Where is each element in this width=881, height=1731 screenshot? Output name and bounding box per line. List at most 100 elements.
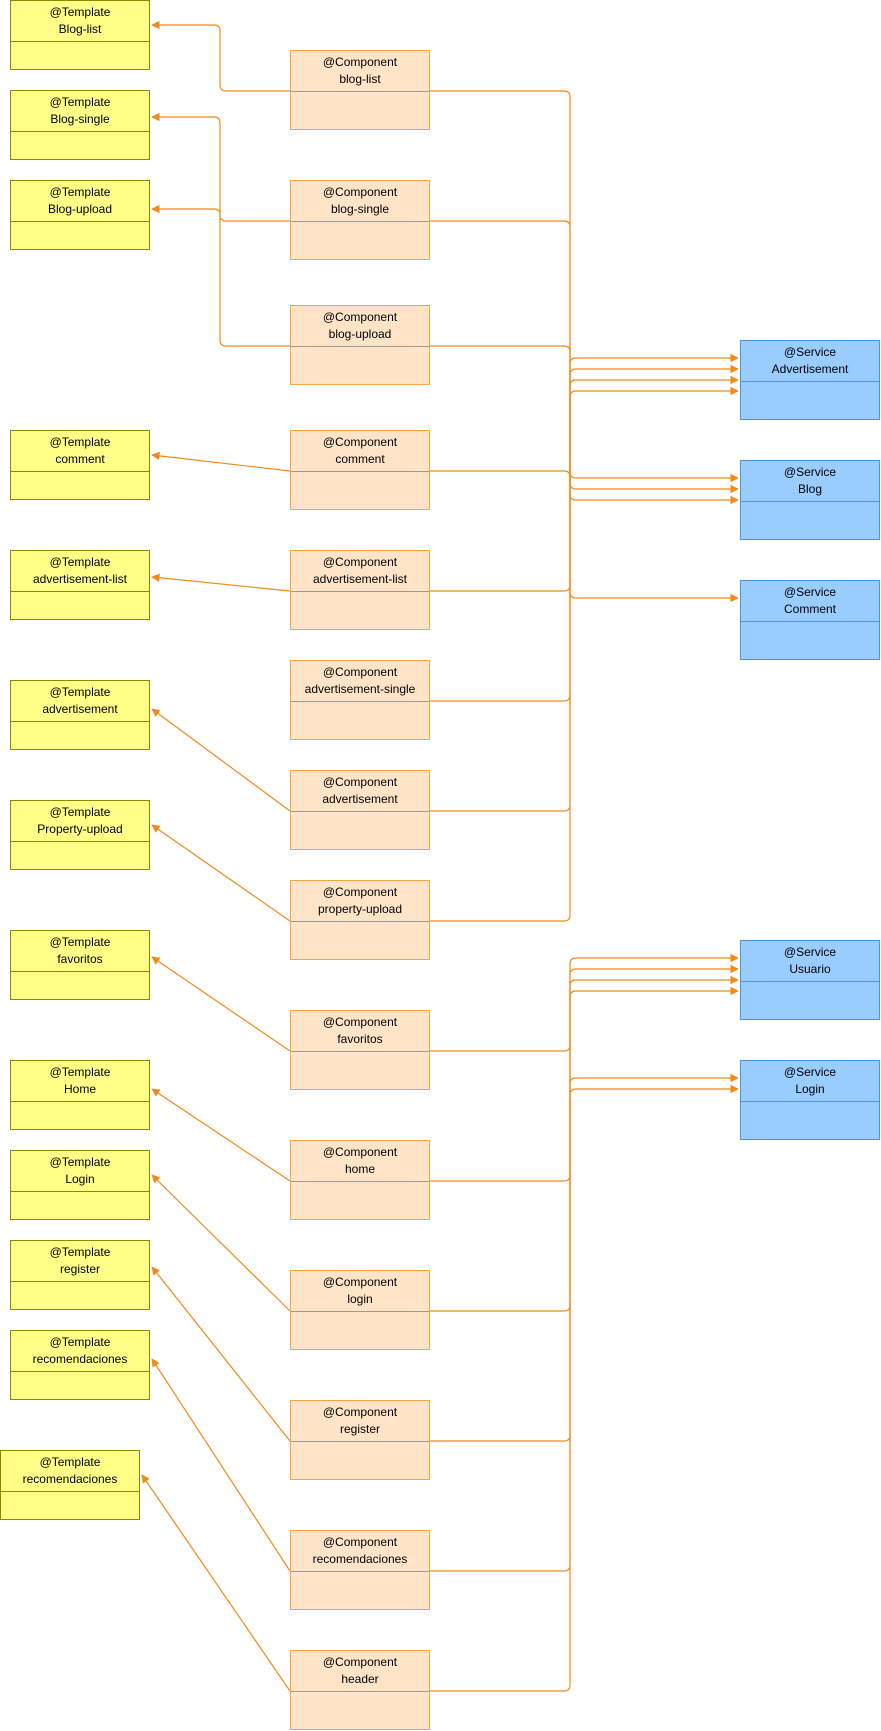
template-link-advertisement-list (151, 573, 291, 592)
service-link-login-to-login (430, 1073, 739, 1312)
template-name: Property-upload (37, 822, 123, 836)
template-link-comment (151, 451, 291, 472)
template-header: @Template favoritos (11, 931, 149, 972)
service-link-register-to-login (430, 1084, 739, 1442)
template-name: favoritos (57, 952, 103, 966)
template-link-header (141, 1474, 291, 1692)
service-link-header-to-usuario (430, 986, 739, 1692)
template-link-blog-single (151, 112, 290, 222)
template-name: comment (55, 452, 105, 466)
service-name: Login (795, 1082, 825, 1096)
template-name: recomendaciones (32, 1352, 128, 1366)
component-name: property-upload (317, 902, 403, 916)
component-name: advertisement-list (312, 572, 408, 586)
template-link-home (151, 1088, 291, 1182)
service-name: Advertisement (771, 362, 849, 376)
component-box-property-upload: @Component property-upload (290, 880, 430, 960)
template-name: recomendaciones (22, 1472, 118, 1486)
template-name: Login (65, 1172, 95, 1186)
service-name: Usuario (789, 962, 831, 976)
template-box-recomendaciones: @Template recomendaciones (10, 1330, 150, 1400)
template-link-property-upload (151, 824, 291, 922)
component-header: @Component home (291, 1141, 429, 1182)
service-stereotype: @Service (783, 585, 837, 599)
template-name: Blog-upload (47, 202, 113, 216)
service-link-favoritos-to-usuario (430, 953, 739, 1052)
component-stereotype: @Component (322, 1535, 398, 1549)
service-name: Blog (797, 482, 823, 496)
component-stereotype: @Component (322, 1015, 398, 1029)
template-name: advertisement-list (32, 572, 128, 586)
component-name: advertisement-single (304, 682, 416, 696)
template-stereotype: @Template (49, 185, 111, 199)
template-stereotype: @Template (49, 1245, 111, 1259)
service-link-blog-list-to-blog (430, 90, 739, 483)
template-stereotype: @Template (49, 5, 111, 19)
service-link-comment-to-comment (430, 470, 739, 603)
component-stereotype: @Component (322, 1145, 398, 1159)
component-stereotype: @Component (322, 310, 398, 324)
component-stereotype: @Component (322, 185, 398, 199)
template-name: advertisement (42, 702, 118, 716)
service-stereotype: @Service (783, 945, 837, 959)
component-name: comment (335, 452, 385, 466)
component-name: home (344, 1162, 376, 1176)
template-link-recomendaciones (151, 1358, 291, 1572)
template-link-login (151, 1174, 291, 1312)
component-header: @Component property-upload (291, 881, 429, 922)
component-stereotype: @Component (322, 885, 398, 899)
template-stereotype: @Template (39, 1455, 101, 1469)
component-stereotype: @Component (322, 55, 398, 69)
template-box-comment: @Template comment (10, 430, 150, 500)
template-stereotype: @Template (49, 1065, 111, 1079)
service-link-advertisement-single-to-advertisement (430, 364, 739, 702)
service-link-blog-single-to-blog (430, 220, 739, 494)
service-link-home-to-usuario (430, 964, 739, 1182)
template-link-blog-upload (151, 204, 290, 347)
component-name: header (341, 1672, 379, 1686)
template-stereotype: @Template (49, 1335, 111, 1349)
template-stereotype: @Template (49, 935, 111, 949)
template-stereotype: @Template (49, 435, 111, 449)
service-link-advertisement-list-to-advertisement (430, 353, 739, 592)
template-header: @Template recomendaciones (1, 1451, 139, 1492)
component-name: blog-single (330, 202, 390, 216)
component-stereotype: @Component (322, 1275, 398, 1289)
component-stereotype: @Component (322, 775, 398, 789)
template-link-favoritos (151, 956, 291, 1052)
service-link-recomendaciones-to-usuario (430, 975, 739, 1572)
